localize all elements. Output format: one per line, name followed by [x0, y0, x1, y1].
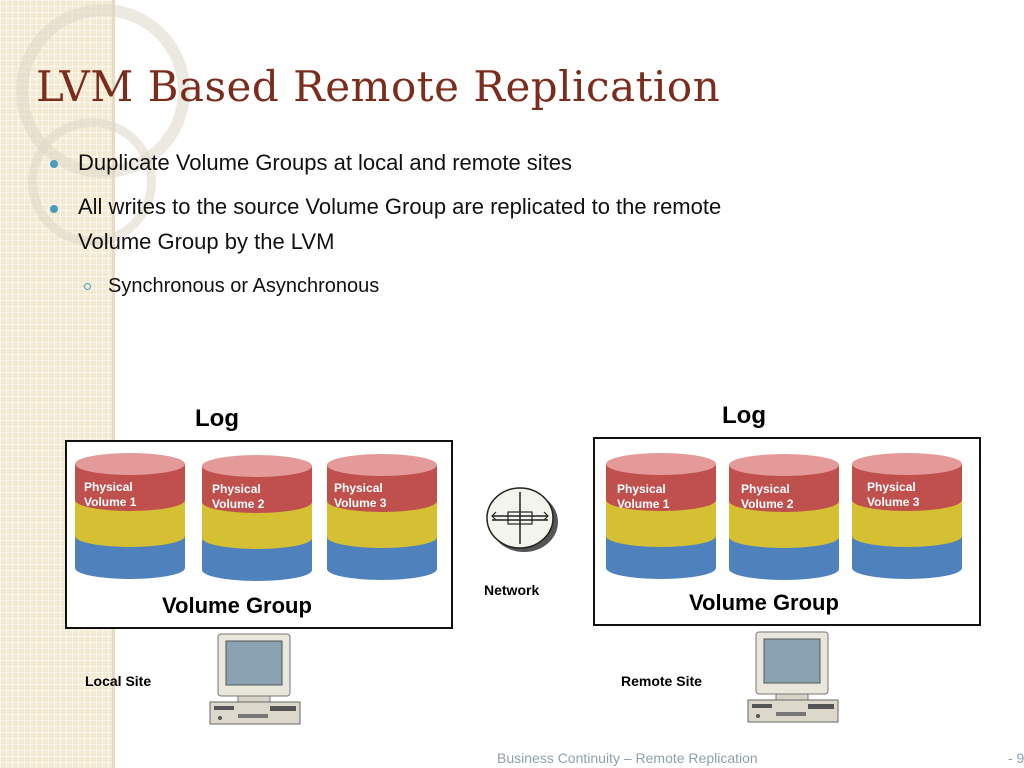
page-number: - 9: [1008, 750, 1024, 766]
physical-volume-cylinder: [606, 453, 716, 579]
physical-volume-label: Physical Volume 1: [617, 482, 670, 511]
physical-volume-label: Physical Volume 2: [741, 482, 794, 511]
background-strip-edge: [112, 0, 115, 768]
slide-title: LVM Based Remote Replication: [36, 62, 721, 111]
bullet-marker: [50, 160, 58, 168]
sub-bullet-text: Synchronous or Asynchronous: [108, 275, 380, 297]
physical-volume-label: Physical Volume 2: [212, 482, 265, 511]
physical-volume-cylinder: [852, 453, 962, 579]
remote-volume-group-label: Volume Group: [689, 590, 839, 615]
local-log-label: Log: [195, 405, 239, 432]
bullet-text: All writes to the source Volume Group ar…: [78, 194, 722, 219]
physical-volume-label: Physical Volume 3: [334, 481, 387, 510]
bullet-text-continued: Volume Group by the LVM: [78, 229, 335, 254]
bullet-text: Duplicate Volume Groups at local and rem…: [78, 150, 573, 175]
physical-volume-cylinder: [75, 453, 185, 579]
bullet-marker: [50, 205, 58, 213]
footer-text: Business Continuity – Remote Replication: [497, 750, 758, 766]
physical-volume-cylinder: [327, 454, 437, 580]
physical-volume-cylinder: [202, 455, 312, 581]
network-label: Network: [484, 582, 540, 598]
decorative-ring: [28, 118, 156, 246]
physical-volume-cylinder: [729, 454, 839, 580]
physical-volume-label: Physical Volume 1: [84, 480, 137, 509]
computer-icon: [209, 633, 301, 725]
remote-log-label: Log: [722, 402, 766, 429]
router-icon: [486, 487, 558, 552]
local-site-label: Local Site: [85, 673, 152, 689]
physical-volume-label: Physical Volume 3: [867, 480, 920, 509]
computer-icon: [747, 631, 839, 723]
local-volume-group-label: Volume Group: [162, 593, 312, 618]
remote-site-label: Remote Site: [621, 673, 702, 689]
sub-bullet-marker: [84, 283, 91, 290]
